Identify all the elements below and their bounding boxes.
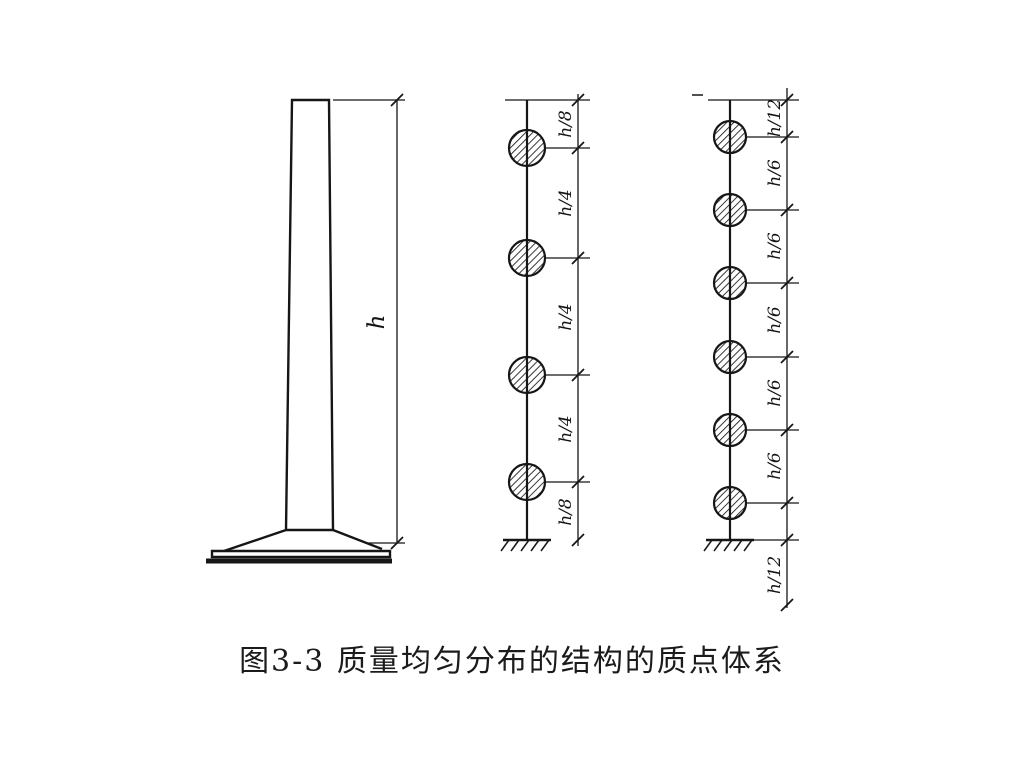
mass-node [507, 238, 547, 278]
model6-dimension-line [780, 88, 794, 612]
figure-caption: 图3-3 质量均匀分布的结构的质点体系 [239, 644, 785, 679]
model4-masses [507, 128, 547, 502]
six-mass-model: h/12 h/6 h/6 h/6 h/6 h/6 h/12 [692, 88, 799, 612]
model6-extension-lines [746, 136, 799, 541]
dimension-label: h/6 [765, 159, 785, 187]
mass-node [507, 462, 547, 502]
chimney-base-flare [223, 528, 383, 553]
mass-node [712, 339, 748, 375]
chimney-diagram: h [206, 93, 405, 564]
dimension-label: h/4 [556, 415, 576, 443]
model4-dimension-line [571, 93, 585, 547]
model6-dimension-labels: h/12 h/6 h/6 h/6 h/6 h/6 h/12 [765, 99, 785, 594]
chimney-height-label: h [364, 315, 390, 330]
dimension-label: h/6 [765, 232, 785, 260]
mass-node [712, 192, 748, 228]
mass-node [712, 485, 748, 521]
four-mass-model: h/8 h/4 h/4 h/4 h/8 [500, 93, 590, 552]
chimney-column [284, 98, 335, 532]
mass-node [507, 355, 547, 395]
dimension-label: h/12 [765, 556, 785, 594]
dimension-label: h/12 [765, 99, 785, 137]
mass-node [712, 412, 748, 448]
dimension-label: h/6 [765, 306, 785, 334]
model4-ground [500, 538, 551, 552]
model4-dimension-labels: h/8 h/4 h/4 h/4 h/8 [556, 110, 576, 526]
dimension-label: h/4 [556, 189, 576, 217]
model4-extension-lines [545, 147, 590, 483]
dimension-label: h/6 [765, 379, 785, 407]
chimney-height-dimension [333, 93, 405, 550]
mass-node [507, 128, 547, 168]
dimension-label: h/8 [556, 110, 576, 138]
dimension-label: h/4 [556, 303, 576, 331]
dimension-label: h/6 [765, 452, 785, 480]
model6-ground [703, 538, 754, 552]
chimney-base-plate [210, 549, 392, 559]
model6-masses [712, 119, 748, 521]
mass-node [712, 265, 748, 301]
dimension-label: h/8 [556, 498, 576, 526]
mass-node [712, 119, 748, 155]
